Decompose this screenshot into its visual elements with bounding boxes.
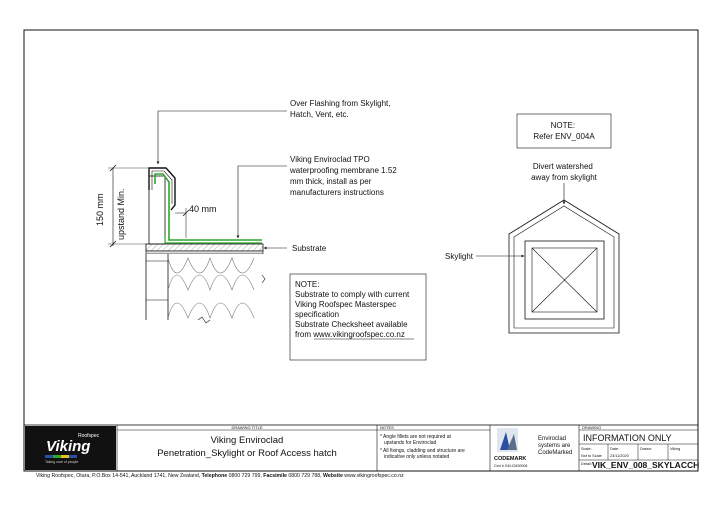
detail-label: Detail:	[581, 462, 592, 466]
scale-label: Scale:	[581, 447, 592, 451]
footer-telephone: 0800 729 799,	[228, 473, 262, 479]
codemark-logo	[497, 428, 518, 452]
footer-facsimile: 0800 729 788,	[288, 473, 322, 479]
skylight-frame	[524, 240, 605, 320]
logo-tagline: Taking care of people	[45, 460, 78, 464]
date-label: Date:	[610, 447, 619, 451]
drawn-value: Viking	[670, 447, 680, 451]
substrate-note-box	[289, 273, 427, 361]
footer-website[interactable]: www.vikingroofspec.co.nz	[344, 473, 404, 479]
tpo-membrane	[154, 173, 262, 241]
insulation	[146, 254, 263, 320]
drawing-title-line1: Viking Enviroclad	[211, 435, 284, 446]
over-flashing	[148, 167, 176, 211]
drawn-label: Drawn:	[640, 447, 652, 451]
notes-label: NOTES	[380, 425, 394, 430]
codemark-text: CODEMARK	[494, 456, 526, 462]
substrate-label: Substrate	[292, 244, 327, 253]
over-flashing-leader	[156, 110, 287, 165]
skylight-label: Skylight	[445, 252, 474, 261]
dim-upstand-label: upstand Min.	[116, 188, 126, 240]
timber-upstand	[148, 175, 166, 245]
dim-40-label: 40 mm	[189, 204, 217, 214]
footer-website-label: Website	[323, 473, 343, 479]
substrate-layer	[145, 243, 264, 252]
over-flashing-label: Over Flashing from Skylight, Hatch, Vent…	[290, 99, 393, 119]
drawing-title-label: DRAWING TITLE	[231, 425, 262, 430]
viking-logo	[25, 426, 116, 470]
footer-address: Viking Roofspec, Otara, P.O.Box 14-541, …	[36, 473, 201, 479]
drawing-title-line2: Penetration_Skylight or Roof Access hatc…	[157, 448, 337, 459]
footer-telephone-label: Telephone	[201, 473, 228, 479]
footer-facsimile-label: Facsimile	[263, 473, 287, 479]
footer: Viking Roofspec, Otara, P.O.Box 14-541, …	[36, 473, 404, 479]
codemark-cert: Cert # GM-CM30008	[494, 464, 527, 468]
refer-note: NOTE: Refer ENV_004A	[533, 121, 595, 141]
info-only-label: INFORMATION ONLY	[583, 433, 672, 443]
refer-note-box	[516, 113, 612, 149]
section-detail: 150 mm upstand Min. 40 mm Over Flashing …	[95, 99, 427, 361]
notes-text: * Angle fillets are not required at upst…	[380, 434, 466, 460]
detail-value: VIK_ENV_008_SKYLACCH	[592, 460, 699, 470]
logo-small-text: Roofspec	[78, 433, 100, 439]
dim-150-label: 150 mm	[95, 193, 105, 226]
logo-main-text: Viking	[46, 438, 90, 455]
scale-value: Not to Scale	[581, 454, 602, 458]
codemark-description: Enviroclad systems are CodeMarked	[538, 436, 572, 456]
substrate-note: NOTE: Substrate to comply with current V…	[295, 280, 412, 339]
date-value: 23/11/2020	[610, 454, 629, 458]
divert-label: Divert watershed away from skylight	[531, 162, 598, 182]
drawing-label: DRAWING	[582, 425, 601, 430]
cricket-outer	[508, 199, 620, 334]
tpo-label: Viking Enviroclad TPO waterproofing memb…	[289, 155, 399, 197]
title-block: Roofspec Viking Taking care of people DR…	[23, 424, 699, 472]
skylight-plan: NOTE: Refer ENV_004A Divert watershed aw…	[445, 113, 620, 334]
tpo-leader	[236, 165, 287, 239]
